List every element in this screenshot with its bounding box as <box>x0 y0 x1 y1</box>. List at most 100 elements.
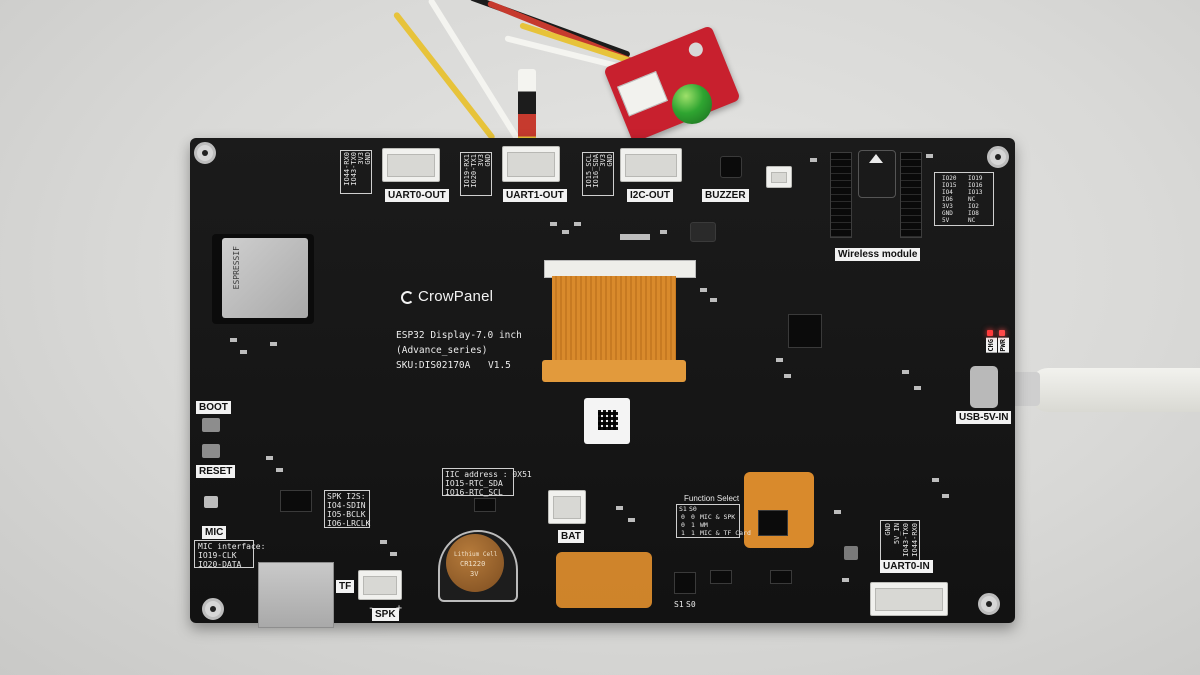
uart1-pin-3: GND <box>484 154 492 167</box>
smd-component <box>270 342 277 346</box>
microphone <box>204 496 218 508</box>
uart0-in-connector[interactable] <box>870 582 948 616</box>
spk-line-3: IO6-LRCLK <box>327 519 371 528</box>
inductor <box>690 222 716 242</box>
mount-hole-bl <box>202 598 224 620</box>
spk-line-2: IO5-BCLK <box>327 510 366 519</box>
smd-component <box>390 552 397 556</box>
smd-component <box>380 540 387 544</box>
coin-cell: Lithium Cell CR1220 3V <box>446 534 504 592</box>
esp32-module: ESPRESSIF <box>212 234 314 324</box>
usb-5v-in-label: USB-5V-IN <box>956 411 1012 424</box>
i2c-out-connector[interactable] <box>620 148 682 182</box>
led-module-connector <box>617 71 668 117</box>
touch-controller-chip <box>758 510 788 536</box>
uart0-in-pin-1: 5V_IN <box>893 523 901 545</box>
iic-line-2: IO16-RTC_SCL <box>445 488 503 497</box>
reset-label: RESET <box>196 465 236 478</box>
spk-connector[interactable] <box>358 570 402 600</box>
uart1-out-connector[interactable] <box>502 146 560 182</box>
mount-hole-tr <box>987 146 1009 168</box>
fs-row-0-s0: 0 <box>691 513 695 521</box>
wireless-header-right[interactable] <box>900 152 922 238</box>
audio-amp-chip <box>280 490 312 512</box>
iic-line-1: IO15-RTC_SDA <box>445 479 503 488</box>
uart1-pin-box <box>460 152 492 196</box>
small-connector[interactable] <box>766 166 792 188</box>
smd-component <box>842 578 849 582</box>
pwr-led-icon <box>999 330 1005 336</box>
bat-connector[interactable] <box>548 490 586 524</box>
wireless-pin-11: IO8 <box>968 210 979 217</box>
ic-u9 <box>770 570 792 584</box>
green-led <box>672 84 712 124</box>
wireless-pin-3: IO16 <box>968 182 983 189</box>
smd-component <box>942 494 949 498</box>
mic-line-2: IO20-DATA <box>198 560 242 569</box>
smd-component <box>710 298 717 302</box>
pwr-label: PWR <box>998 338 1009 353</box>
usb-bridge-chip <box>788 314 822 348</box>
uart1-out-label: UART1-OUT <box>503 189 567 202</box>
crowpanel-brand: CrowPanel <box>418 288 494 305</box>
buzzer-label: BUZZER <box>702 189 749 202</box>
smd-component <box>550 222 557 226</box>
smd-component <box>834 510 841 514</box>
wireless-pin-12: 5V <box>942 217 950 224</box>
uart0-in-pin-2: IO43-TX0 <box>902 523 910 557</box>
reset-button[interactable] <box>202 444 220 458</box>
wireless-pin-8: 3V3 <box>942 203 953 210</box>
uart0-pin-3: GND <box>364 152 372 165</box>
coin-cell-line-0: Lithium Cell <box>454 551 498 558</box>
mic-interface-box <box>194 540 254 568</box>
smd-component <box>810 158 817 162</box>
wireless-header-left[interactable] <box>830 152 852 238</box>
pcb-board: IO44-RX0 IO43-TX0 3V3 GND UART0-OUT IO19… <box>190 138 1015 628</box>
uart0-pin-box <box>340 150 372 194</box>
uart0-in-pin-3: IO44-RX0 <box>911 523 919 557</box>
spk-label: SPK <box>372 608 399 621</box>
smd-component <box>616 506 623 510</box>
fs-row-0-s1: 0 <box>681 513 685 521</box>
buzzer-component <box>720 156 742 178</box>
esp32-marking: ESPRESSIF <box>232 246 241 290</box>
uart0-out-connector[interactable] <box>382 148 440 182</box>
tf-card-slot[interactable] <box>258 562 334 628</box>
boot-button[interactable] <box>202 418 220 432</box>
uart0-in-pin-0: GND <box>884 523 892 536</box>
mic-line-1: IO19-CLK <box>198 551 237 560</box>
tf-label: TF <box>336 580 355 593</box>
smd-component <box>902 370 909 374</box>
smd-component <box>276 468 283 472</box>
wireless-pin-table <box>934 172 994 226</box>
fs-row-1-s0: 1 <box>691 521 695 529</box>
smd-component <box>240 350 247 354</box>
smd-component <box>926 154 933 158</box>
rtc-chip <box>474 498 496 512</box>
wireless-pin-10: GND <box>942 210 953 217</box>
smd-component <box>562 230 569 234</box>
spk-line-0: SPK I2S: <box>327 492 366 501</box>
product-line-2: (Advance_series) <box>396 345 488 356</box>
bat-label: BAT <box>558 530 584 543</box>
product-line-1: ESP32 Display-7.0 inch <box>396 330 522 341</box>
fs-row-1-s1: 0 <box>681 521 685 529</box>
fs-row-2-s1: 1 <box>681 529 685 537</box>
spk-polarity-minus: - <box>368 604 374 614</box>
ic-u11 <box>710 570 732 584</box>
smd-component <box>776 358 783 362</box>
usb-cable <box>1030 368 1200 412</box>
flex-cable-stiffener <box>542 360 686 382</box>
coin-cell-line-2: 3V <box>470 570 479 578</box>
smd-component <box>784 374 791 378</box>
usb-c-port[interactable] <box>970 366 998 408</box>
esp32-shield: ESPRESSIF <box>222 238 308 318</box>
product-version: V1.5 <box>488 360 511 371</box>
wireless-pin-9: IO2 <box>968 203 979 210</box>
wireless-pin-0: IO20 <box>942 175 957 182</box>
smd-component <box>660 230 667 234</box>
function-switch[interactable] <box>674 572 696 594</box>
qr-code-icon <box>598 410 618 430</box>
smd-component <box>700 288 707 292</box>
crowpanel-logo-icon <box>401 291 414 304</box>
